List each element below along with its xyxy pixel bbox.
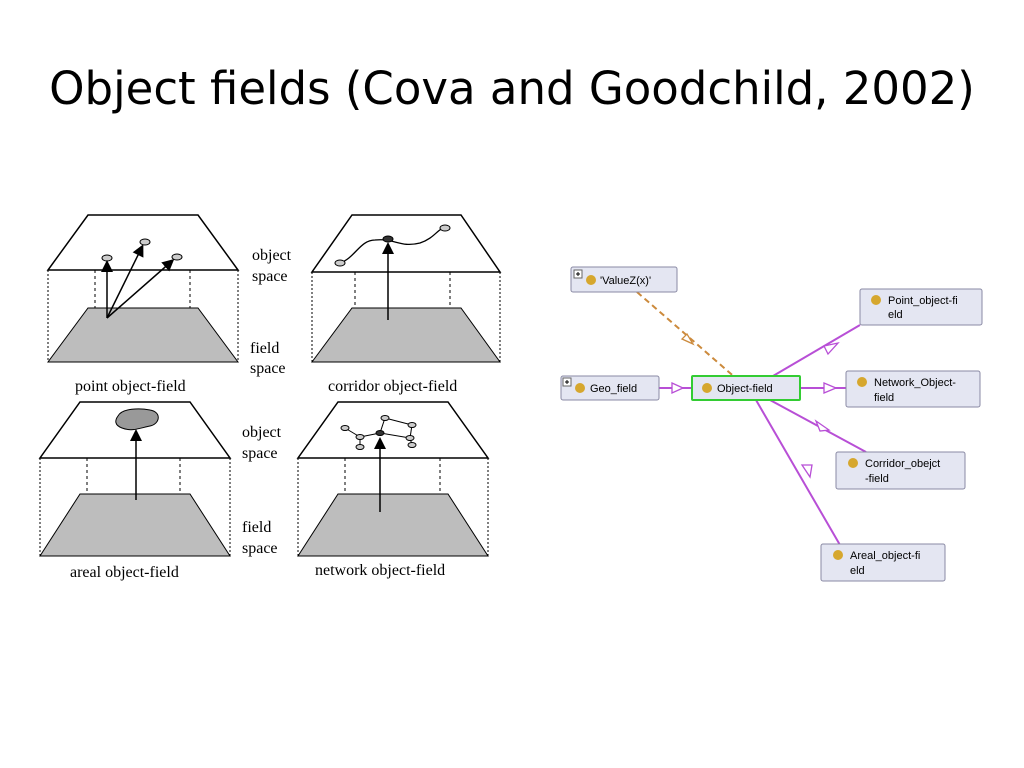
class-dot-icon: [702, 383, 712, 393]
node-label: Areal_object-fi: [850, 550, 920, 562]
areal-object: [115, 408, 159, 431]
node-label: 'ValueZ(x)': [600, 275, 651, 287]
class-dot-icon: [575, 383, 585, 393]
panel-point-object-field: [46, 214, 240, 363]
node-geo-field[interactable]: Geo_field: [560, 375, 660, 401]
field-space-label: field: [250, 340, 279, 357]
edge-object-areal: [755, 399, 841, 546]
class-dot-icon: [871, 295, 881, 305]
graph-edges: [636, 291, 867, 546]
node-label: eld: [888, 309, 903, 321]
field-space-label: field: [242, 519, 271, 536]
point-object: [171, 253, 183, 261]
node-label: field: [874, 392, 894, 404]
caption-areal: areal object-field: [70, 564, 179, 581]
ontology-graph: 'ValueZ(x)' Geo_field Object-field Point…: [560, 266, 983, 582]
caption-corridor: corridor object-field: [328, 378, 457, 395]
panel-areal-object-field: [38, 401, 232, 557]
node-label: Geo_field: [590, 383, 637, 395]
object-space-plane: [296, 401, 490, 459]
node-label: Corridor_obejct: [865, 458, 940, 470]
node-label: Object-field: [717, 383, 773, 395]
cova-goodchild-figure: object space field space object space fi…: [38, 214, 502, 581]
field-space-plane: [39, 493, 231, 557]
class-dot-icon: [848, 458, 858, 468]
panel-network-object-field: [296, 401, 490, 557]
node-object-field[interactable]: Object-field: [691, 375, 801, 401]
field-space-plane: [297, 493, 489, 557]
object-space-label: space: [252, 268, 288, 285]
edge-object-point: [772, 324, 861, 377]
object-space-label: object: [242, 424, 282, 441]
field-space-plane: [47, 307, 239, 363]
node-network-object-field[interactable]: Network_Object- field: [845, 370, 981, 408]
point-object: [139, 238, 151, 246]
field-space-plane: [311, 307, 501, 363]
node-valuez[interactable]: 'ValueZ(x)': [570, 266, 678, 293]
class-dot-icon: [833, 550, 843, 560]
field-space-label: space: [250, 360, 286, 377]
class-dot-icon: [586, 275, 596, 285]
slide-title: Object fields (Cova and Goodchild, 2002): [49, 62, 975, 115]
class-dot-icon: [857, 377, 867, 387]
node-point-object-field[interactable]: Point_object-fi eld: [859, 288, 983, 326]
point-object: [101, 254, 113, 262]
panel-corridor-object-field: [310, 214, 502, 363]
caption-point: point object-field: [75, 378, 186, 395]
caption-network: network object-field: [315, 562, 445, 579]
object-space-label: object: [252, 247, 292, 264]
node-corridor-object-field[interactable]: Corridor_obejct -field: [835, 451, 966, 490]
edge-valuez-object: [636, 291, 739, 381]
corridor-line: [339, 227, 446, 264]
field-space-label: space: [242, 540, 278, 557]
node-label: Network_Object-: [874, 377, 956, 389]
node-label: -field: [865, 473, 889, 485]
object-space-label: space: [242, 445, 278, 462]
node-label: Point_object-fi: [888, 295, 958, 307]
node-areal-object-field[interactable]: Areal_object-fi eld: [820, 543, 946, 582]
node-label: eld: [850, 565, 865, 577]
